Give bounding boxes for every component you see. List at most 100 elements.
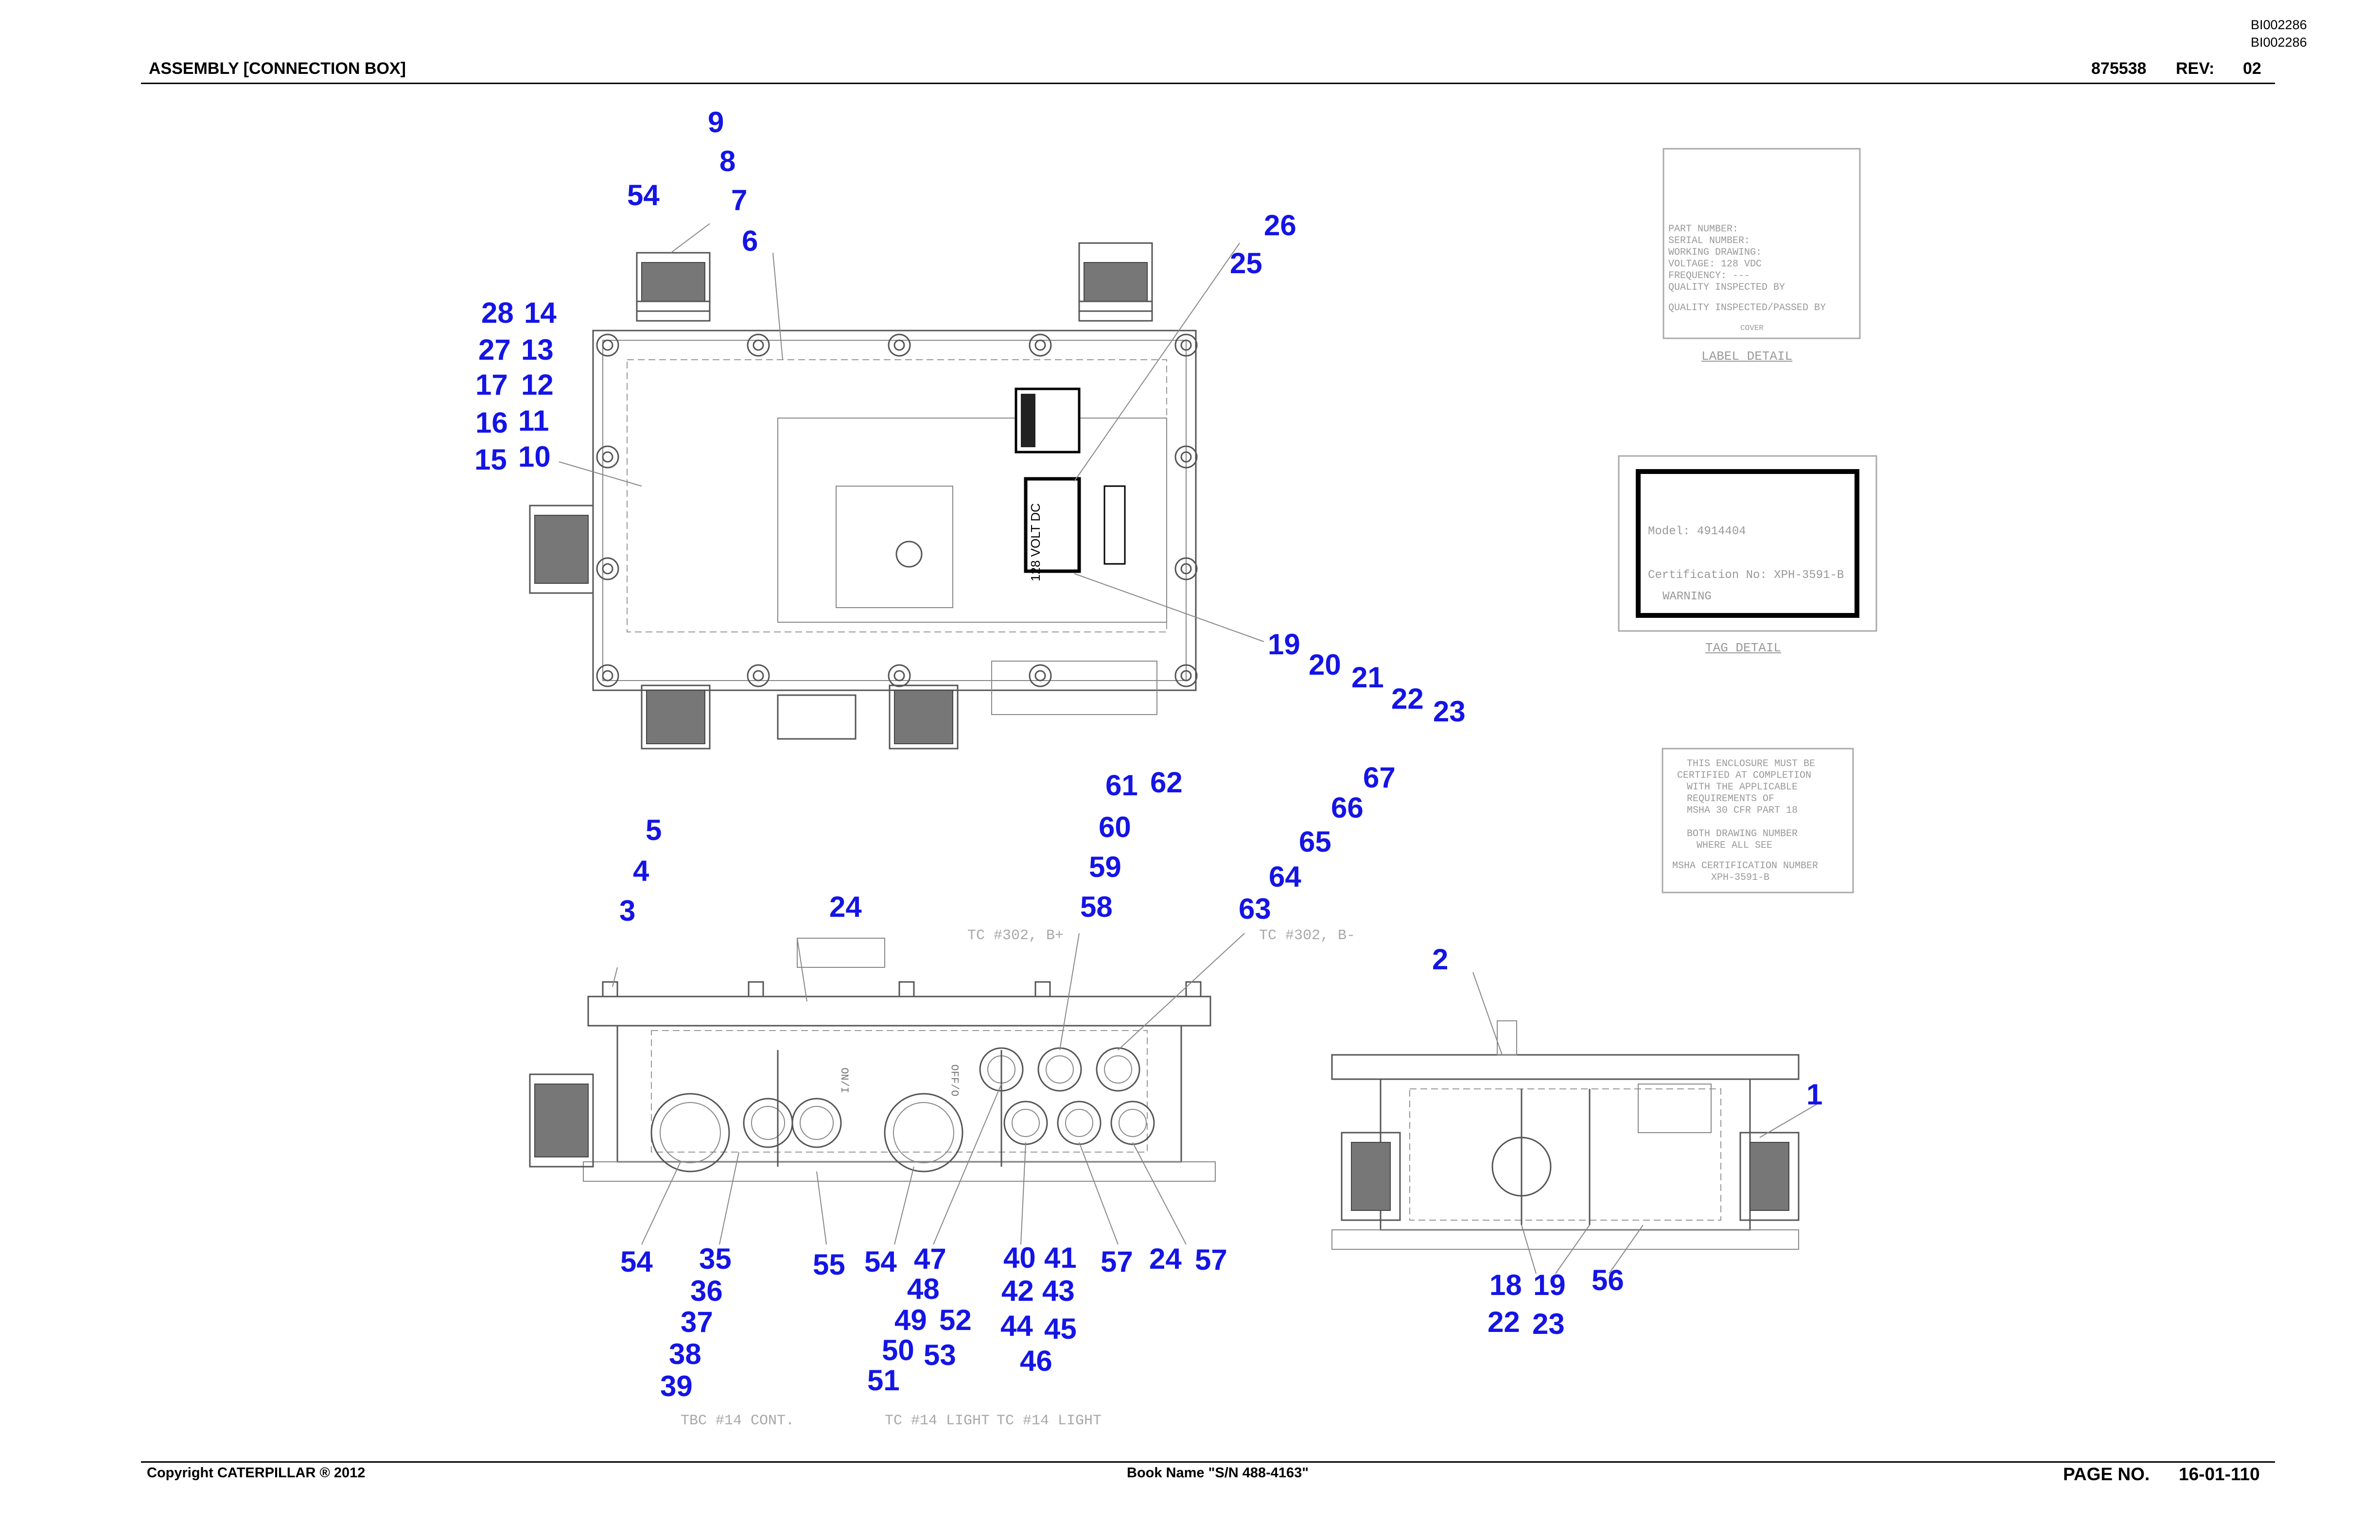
rev-label: REV:	[2176, 59, 2215, 78]
voltage-label-text: 128 VOLT DC	[1028, 503, 1043, 581]
callout-49: 49	[894, 1304, 927, 1336]
label-detail-title: LABEL DETAIL	[1701, 349, 1793, 364]
mark-off: OFF/O	[948, 1064, 961, 1097]
callout-28: 28	[481, 297, 514, 329]
callout-36: 36	[690, 1275, 723, 1307]
callout-56: 56	[1592, 1264, 1624, 1296]
tag-detail-outer	[1618, 455, 1877, 632]
label-detail-line-6: QUALITY INSPECTED BY	[1668, 282, 1785, 293]
callout-3: 3	[619, 894, 636, 927]
doc-id-2: BI002286	[2251, 35, 2307, 50]
tag-detail-inner	[1636, 469, 1859, 618]
callout-64: 64	[1269, 860, 1301, 893]
callout-27: 27	[478, 333, 511, 366]
label-detail-line-1: PART NUMBER:	[1668, 224, 1739, 235]
callout-19-side: 19	[1533, 1269, 1566, 1301]
callout-5: 5	[646, 814, 662, 846]
front-view	[529, 933, 1245, 1245]
label-detail-line-8: QUALITY INSPECTED/PASSED BY	[1668, 302, 1826, 314]
callout-54-front-left: 54	[620, 1245, 653, 1278]
page-label: PAGE NO.	[2063, 1464, 2150, 1484]
rev-value: 02	[2243, 59, 2261, 78]
callout-55: 55	[813, 1248, 845, 1281]
callout-18: 18	[1489, 1269, 1522, 1301]
callout-35: 35	[699, 1242, 732, 1275]
callout-50: 50	[882, 1334, 914, 1366]
msha-line-2: CERTIFIED AT COMPLETION	[1677, 770, 1812, 781]
tc-label-2: TC #302, B-	[1259, 928, 1356, 944]
callout-61: 61	[1105, 769, 1138, 802]
label-detail-line-4: VOLTAGE: 128 VDC	[1668, 259, 1762, 270]
callout-37: 37	[681, 1306, 713, 1338]
tag-detail-title: TAG DETAIL	[1705, 641, 1782, 655]
book-name: Book Name "S/N 488-4163"	[1127, 1465, 1309, 1481]
top-bolts	[596, 333, 1198, 687]
callout-47: 47	[914, 1242, 946, 1275]
msha-line-10: MSHA CERTIFICATION NUMBER	[1672, 860, 1819, 872]
callout-22-top: 22	[1391, 682, 1424, 715]
msha-line-8: WHERE ALL SEE	[1697, 840, 1773, 851]
callout-46: 46	[1020, 1345, 1052, 1377]
callout-20: 20	[1309, 648, 1341, 681]
voltage-label	[1024, 477, 1081, 573]
callout-22-side: 22	[1488, 1306, 1520, 1338]
callout-12: 12	[521, 368, 554, 401]
copyright: Copyright CATERPILLAR ® 2012	[147, 1465, 366, 1481]
mark-on: ON/I	[838, 1068, 850, 1093]
callout-44: 44	[1000, 1310, 1033, 1342]
callout-51: 51	[867, 1364, 900, 1397]
bottom-label-3: TC #14 LIGHT	[997, 1413, 1102, 1429]
callout-65: 65	[1299, 825, 1331, 858]
callout-26: 26	[1264, 209, 1296, 242]
front-bolts	[602, 981, 1202, 998]
callout-1: 1	[1806, 1078, 1823, 1111]
callout-23-side: 23	[1532, 1308, 1565, 1340]
callout-25: 25	[1230, 247, 1262, 280]
callout-38: 38	[669, 1338, 701, 1370]
label-detail-line-10: COVER	[1740, 324, 1764, 332]
msha-line-7: BOTH DRAWING NUMBER	[1687, 828, 1798, 840]
callout-53: 53	[924, 1339, 956, 1371]
page-value: 16-01-110	[2179, 1464, 2260, 1484]
callout-58: 58	[1080, 891, 1113, 923]
callout-52: 52	[939, 1304, 972, 1336]
label-detail-line-2: SERIAL NUMBER:	[1668, 235, 1750, 246]
callout-4: 4	[633, 855, 649, 887]
callout-40: 40	[1003, 1242, 1036, 1274]
callout-16: 16	[475, 406, 508, 439]
callout-6: 6	[742, 225, 758, 257]
callout-19-top: 19	[1268, 628, 1300, 661]
page-title: ASSEMBLY [CONNECTION BOX]	[149, 59, 406, 78]
callout-45: 45	[1044, 1312, 1077, 1345]
callout-63: 63	[1239, 892, 1271, 925]
connector-top-left	[636, 262, 711, 322]
bottom-label-1: TBC #14 CONT.	[681, 1413, 795, 1429]
top-view	[529, 223, 1264, 750]
callout-60: 60	[1099, 811, 1131, 843]
label-detail-frame	[1662, 148, 1861, 339]
callout-10: 10	[518, 440, 551, 473]
footer-rule	[141, 1461, 2275, 1463]
callout-11: 11	[518, 404, 549, 437]
connector-top-right	[1078, 262, 1153, 322]
tag-detail-warning: WARNING	[1662, 590, 1712, 603]
callout-8: 8	[719, 145, 736, 177]
callout-62: 62	[1150, 766, 1183, 799]
callout-24-front-top: 24	[829, 891, 862, 923]
bottom-label-2: TC #14 LIGHT	[885, 1413, 990, 1429]
callout-21: 21	[1351, 661, 1384, 694]
callout-57-left: 57	[1101, 1245, 1133, 1278]
msha-line-3: WITH THE APPLICABLE	[1687, 782, 1798, 793]
callout-17: 17	[475, 368, 508, 401]
msha-label-frame	[1662, 748, 1854, 893]
callout-13: 13	[521, 333, 554, 366]
front-glands	[650, 1047, 1155, 1172]
callout-39: 39	[660, 1370, 693, 1402]
callout-57-right: 57	[1195, 1243, 1227, 1276]
callout-66: 66	[1331, 791, 1364, 824]
msha-line-5: MSHA 30 CFR PART 18	[1687, 805, 1798, 816]
header-rule	[141, 83, 2275, 84]
label-detail-line-5: FREQUENCY: ---	[1668, 270, 1750, 281]
callout-15: 15	[474, 443, 507, 476]
